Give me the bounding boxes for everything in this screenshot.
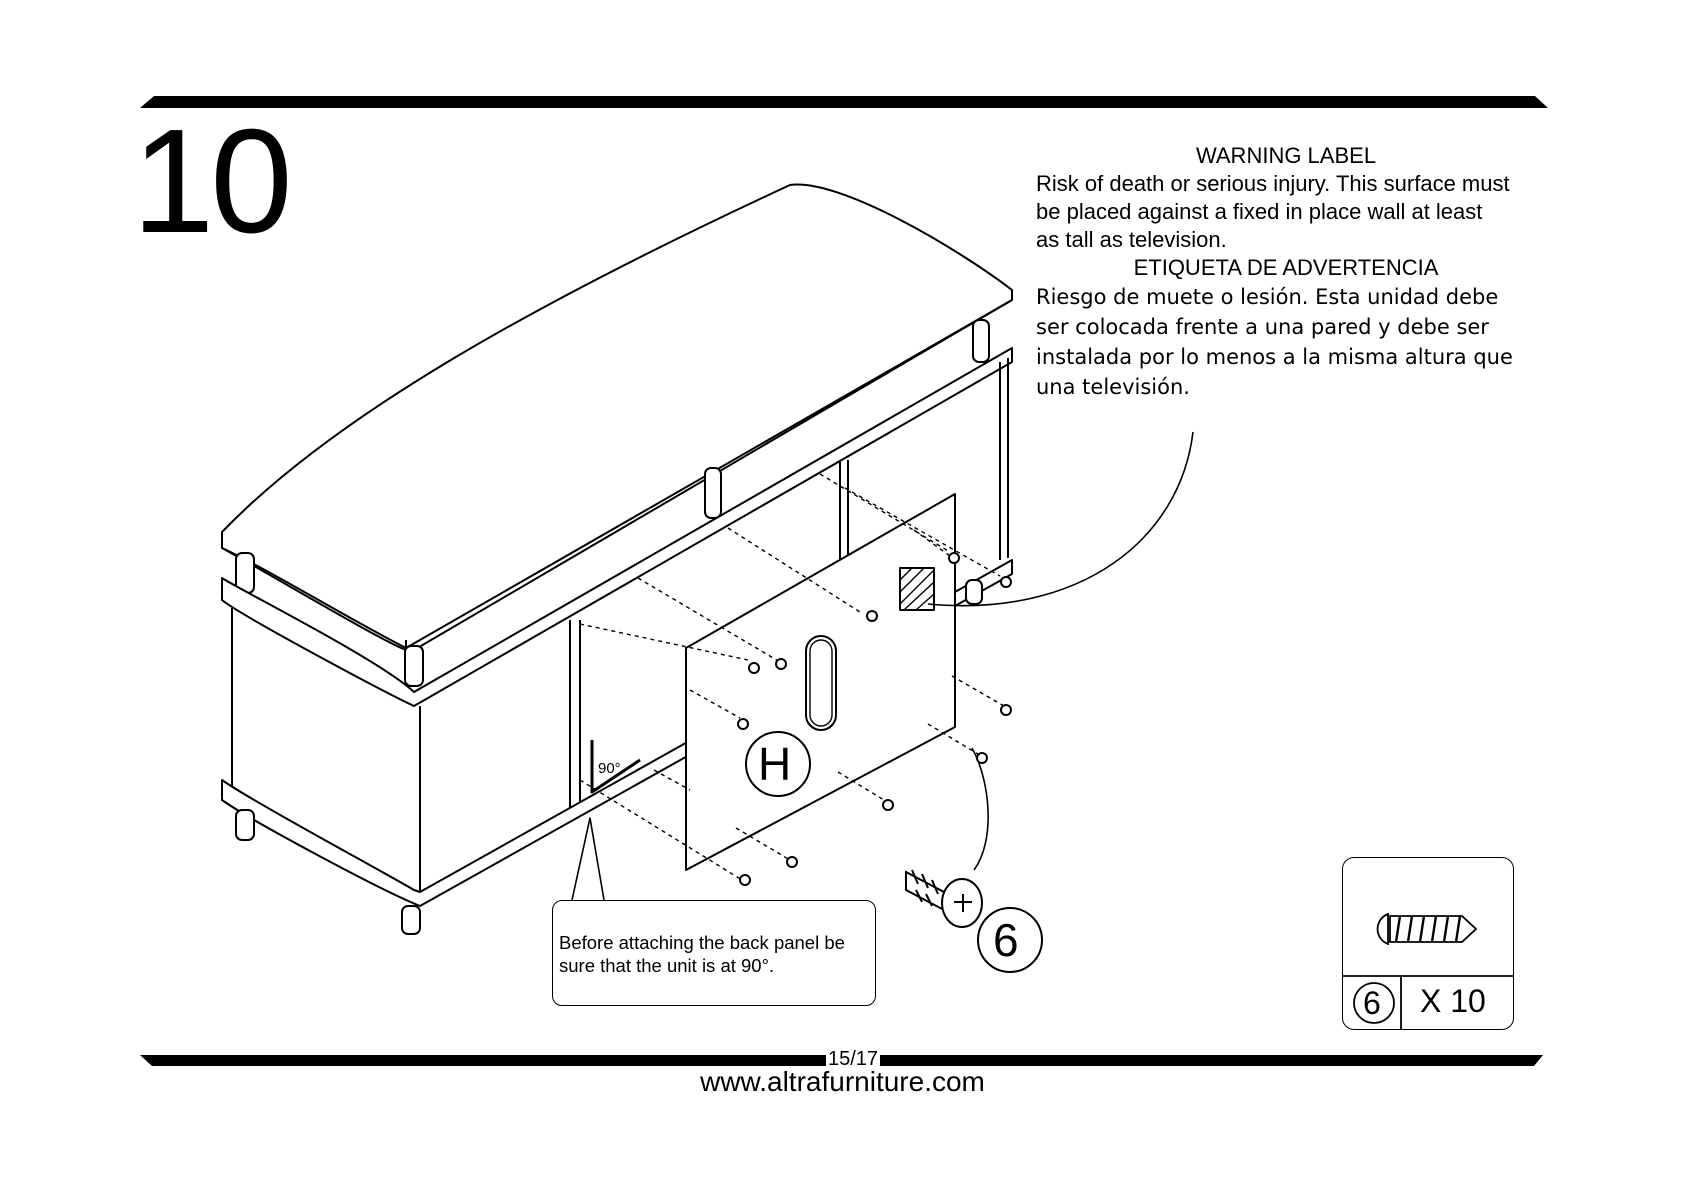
middle-shelf xyxy=(221,347,1013,707)
parts-quantity-box xyxy=(1342,857,1514,1030)
screw-icon xyxy=(866,610,878,622)
part-callout-circle xyxy=(977,907,1043,973)
screw-icon xyxy=(948,552,960,564)
warning-title-en: WARNING LABEL xyxy=(1195,143,1377,168)
post xyxy=(704,467,722,519)
warning-line-es: ser colocada frente a una pared y debe s… xyxy=(1036,315,1489,339)
page-number: 15/17 xyxy=(826,1048,881,1070)
screw-icon xyxy=(1000,704,1012,716)
bottom-shelf xyxy=(221,559,1013,907)
qty-box-drawing xyxy=(1342,912,1514,1030)
warning-line-en: be placed against a fixed in place wall … xyxy=(1036,199,1483,224)
website-url: www.altrafurniture.com xyxy=(700,1066,985,1097)
parts-number: 6 xyxy=(1363,985,1381,1021)
warning-line-es: Riesgo de muete o lesión. Esta unidad de… xyxy=(1036,285,1499,309)
warning-title-es: ETIQUETA DE ADVERTENCIA xyxy=(1133,255,1439,280)
screw-icon xyxy=(775,658,787,670)
post xyxy=(972,319,990,363)
note-line: Before attaching the back panel be xyxy=(559,932,845,953)
large-screw-icon xyxy=(905,869,983,928)
foot xyxy=(401,905,421,935)
screw-icon xyxy=(739,874,751,886)
screw-icon xyxy=(786,856,798,868)
warning-line-es: instalada por lo menos a la misma altura… xyxy=(1036,345,1513,369)
part-callout-number: 6 xyxy=(993,914,1019,966)
post xyxy=(404,645,424,687)
top-shelf xyxy=(221,183,1013,651)
cable-slot xyxy=(805,635,837,731)
screw-icon xyxy=(976,752,988,764)
note-line: sure that the unit is at 90°. xyxy=(559,955,775,976)
screw-group xyxy=(737,552,1012,886)
warning-label: WARNING LABEL Risk of death or serious i… xyxy=(1036,142,1556,402)
top-rule xyxy=(140,96,1548,108)
screw-icon xyxy=(737,718,749,730)
warning-line-en: as tall as television. xyxy=(1036,227,1227,252)
panel-label: H xyxy=(758,738,792,790)
step-number: 10 xyxy=(132,99,293,264)
foot xyxy=(965,579,983,605)
panel-h-circle xyxy=(745,731,811,797)
warning-line-en: Risk of death or serious injury. This su… xyxy=(1036,171,1510,196)
screw-icon xyxy=(748,662,760,674)
foot xyxy=(235,809,255,841)
screw-icon xyxy=(882,799,894,811)
note-box: Before attaching the back panel be sure … xyxy=(552,900,876,1006)
angle-label: 90° xyxy=(598,760,621,777)
warning-line-es: una televisión. xyxy=(1036,375,1190,399)
screw-icon xyxy=(1000,576,1012,588)
parts-quantity: X 10 xyxy=(1420,983,1486,1019)
